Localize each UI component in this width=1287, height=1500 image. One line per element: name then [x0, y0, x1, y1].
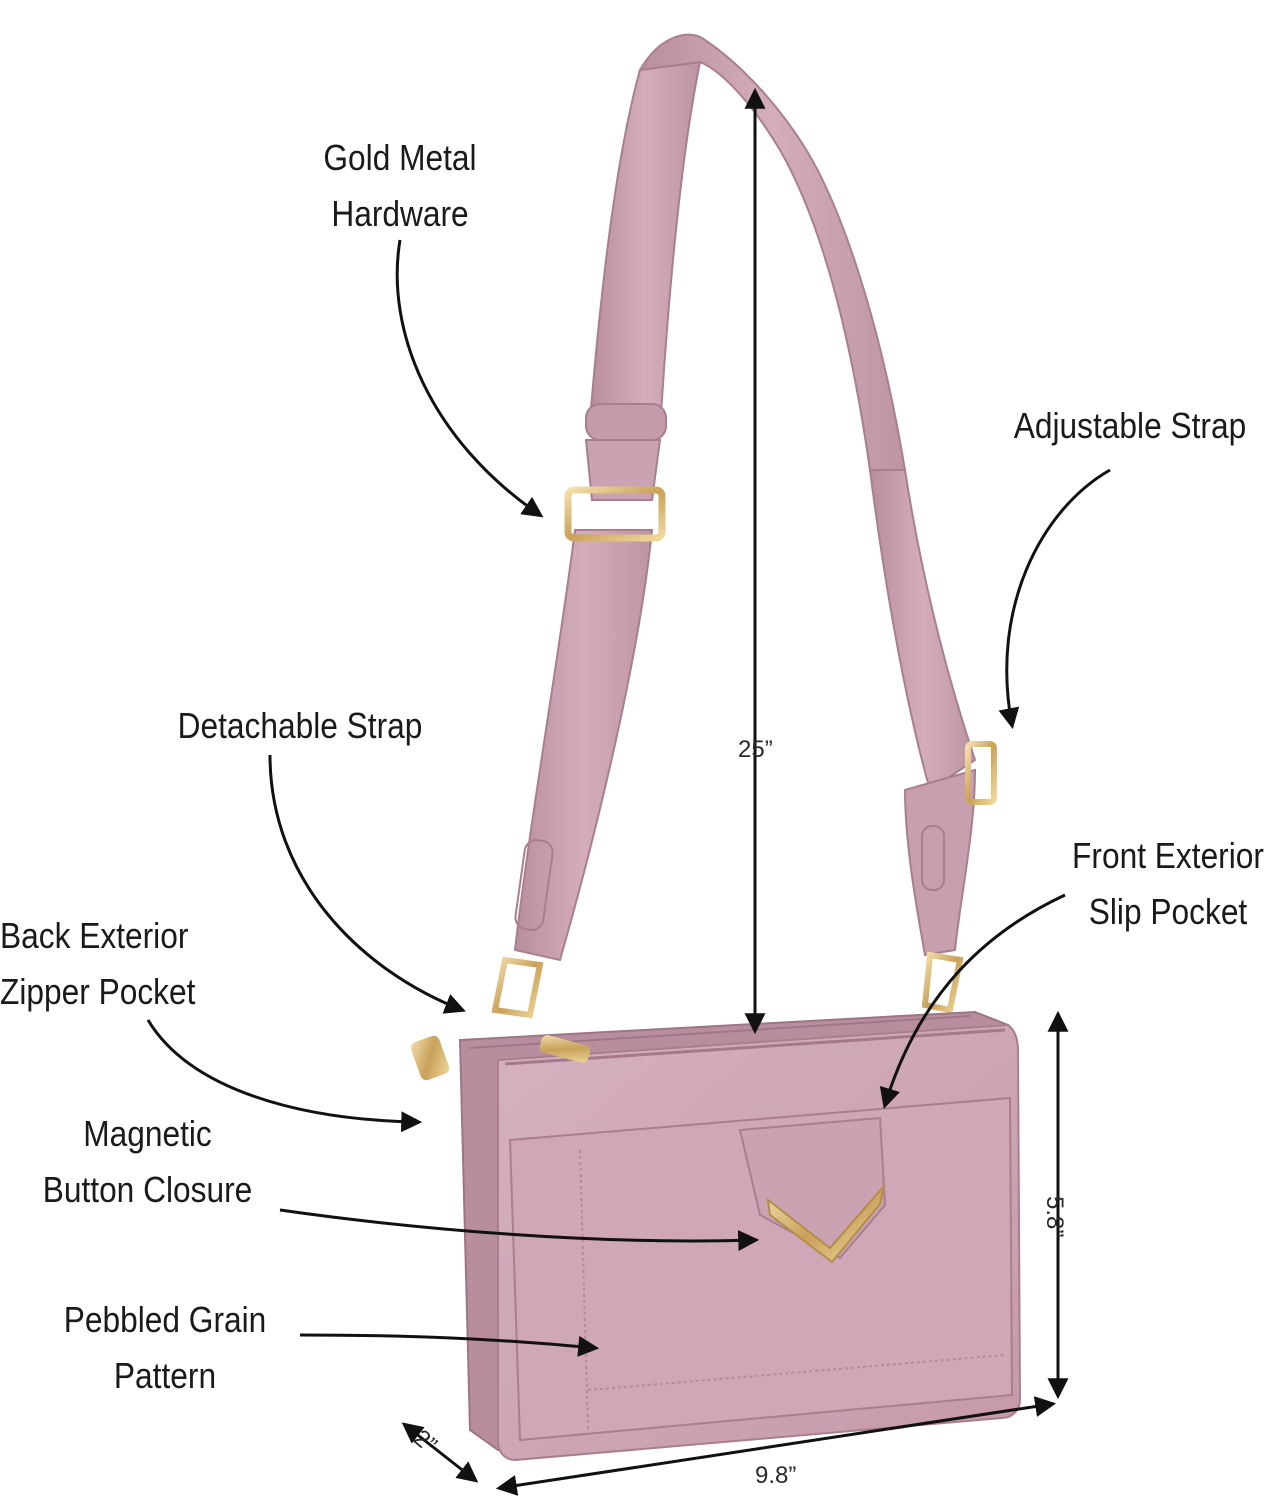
dim-width-arrow [495, 1396, 1057, 1496]
right-clasp [921, 951, 964, 1014]
left-clasp [491, 956, 544, 1019]
label-gold-metal-hardware: Gold Metal Hardware [323, 137, 477, 234]
label-pebbled-grain-pattern: Pebbled Grain Pattern [63, 1299, 267, 1396]
strap-left-upper [588, 60, 702, 432]
strap-buckle-hardware [965, 741, 997, 805]
arrow-detachable [268, 754, 466, 1014]
label-detachable-strap: Detachable Strap [177, 705, 423, 746]
arrow-back-pocket [146, 1019, 423, 1133]
magnetic-flap [738, 1116, 887, 1260]
arrow-front-pocket [879, 893, 1066, 1110]
label-front-exterior-slip-pocket: Front Exterior Slip Pocket [1072, 835, 1264, 932]
gold-chevron-closure [766, 1185, 885, 1264]
arrow-pebbled [299, 1333, 600, 1357]
dim-strap-drop-label: 25” [738, 736, 773, 763]
strap-right-tab [903, 768, 977, 957]
dim-width-label: 9.8” [755, 1462, 797, 1489]
dim-height-label: 5.8” [1041, 1196, 1068, 1238]
front-slip-pocket [508, 1096, 1014, 1442]
label-back-exterior-zipper-pocket: Back Exterior Zipper Pocket [0, 915, 196, 1012]
label-magnetic-button-closure: Magnetic Button Closure [42, 1113, 253, 1210]
arrow-hardware [395, 239, 544, 518]
strap-keeper-loop [585, 403, 667, 441]
strap-slider-hardware [564, 486, 666, 542]
strap-top [638, 33, 907, 471]
strap-left-lower [513, 529, 654, 962]
arrow-adjustable [998, 468, 1111, 730]
label-adjustable-strap: Adjustable Strap [1013, 405, 1247, 446]
strap-right [868, 469, 977, 792]
dim-depth-arrow [401, 1422, 479, 1483]
arrow-magnetic [279, 1208, 760, 1252]
